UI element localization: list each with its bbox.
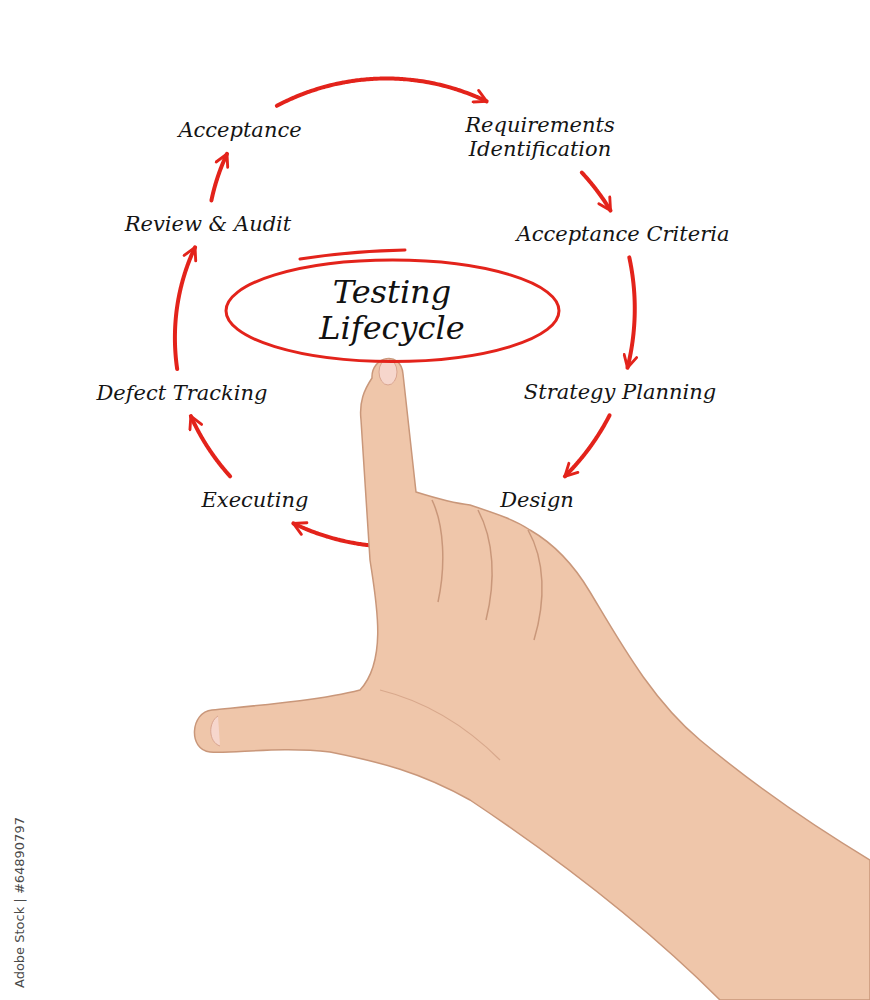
thumb-nail	[211, 716, 220, 746]
stage-label: Defect Tracking	[90, 378, 273, 408]
stage-label: Requirements Identification	[448, 110, 633, 164]
node-text: Review & Audit	[125, 212, 292, 236]
node-text: Defect Tracking	[96, 381, 267, 405]
node-text: Executing	[201, 488, 308, 512]
cycle-arrow	[175, 247, 195, 369]
node-text: Design	[500, 488, 574, 512]
node-text: Requirements Identification	[454, 113, 627, 161]
ellipse-shape	[226, 260, 559, 361]
watermark: Adobe Stock | #64890797	[12, 817, 27, 988]
node-text: Acceptance	[178, 118, 301, 142]
node-text: Acceptance Criteria	[517, 222, 730, 246]
cycle-arrow	[277, 79, 487, 106]
cycle-arrow	[191, 416, 230, 476]
cycle-arrow	[627, 257, 634, 367]
cycle-arrow	[582, 173, 611, 211]
stage-label: Review & Audit	[119, 209, 298, 239]
finger-crease	[432, 500, 443, 602]
finger-crease	[528, 530, 542, 640]
highlight-stroke	[300, 250, 405, 259]
finger-crease	[478, 510, 492, 620]
palm-crease	[380, 690, 500, 760]
lifecycle-ellipse: Testing Lifecycle	[223, 257, 562, 364]
stage-label: Strategy Planning	[518, 377, 722, 407]
stage-label: Acceptance Criteria	[511, 219, 736, 249]
pointing-hand	[194, 359, 870, 1000]
node-text: Testing Lifecycle	[282, 275, 502, 347]
stage-label: Acceptance	[172, 115, 307, 145]
stage-label: Executing	[195, 485, 314, 515]
stage-label: Design	[494, 485, 580, 515]
cycle-arrow	[565, 415, 610, 476]
node-text: Strategy Planning	[524, 380, 716, 404]
cycle-arrow	[211, 154, 227, 201]
